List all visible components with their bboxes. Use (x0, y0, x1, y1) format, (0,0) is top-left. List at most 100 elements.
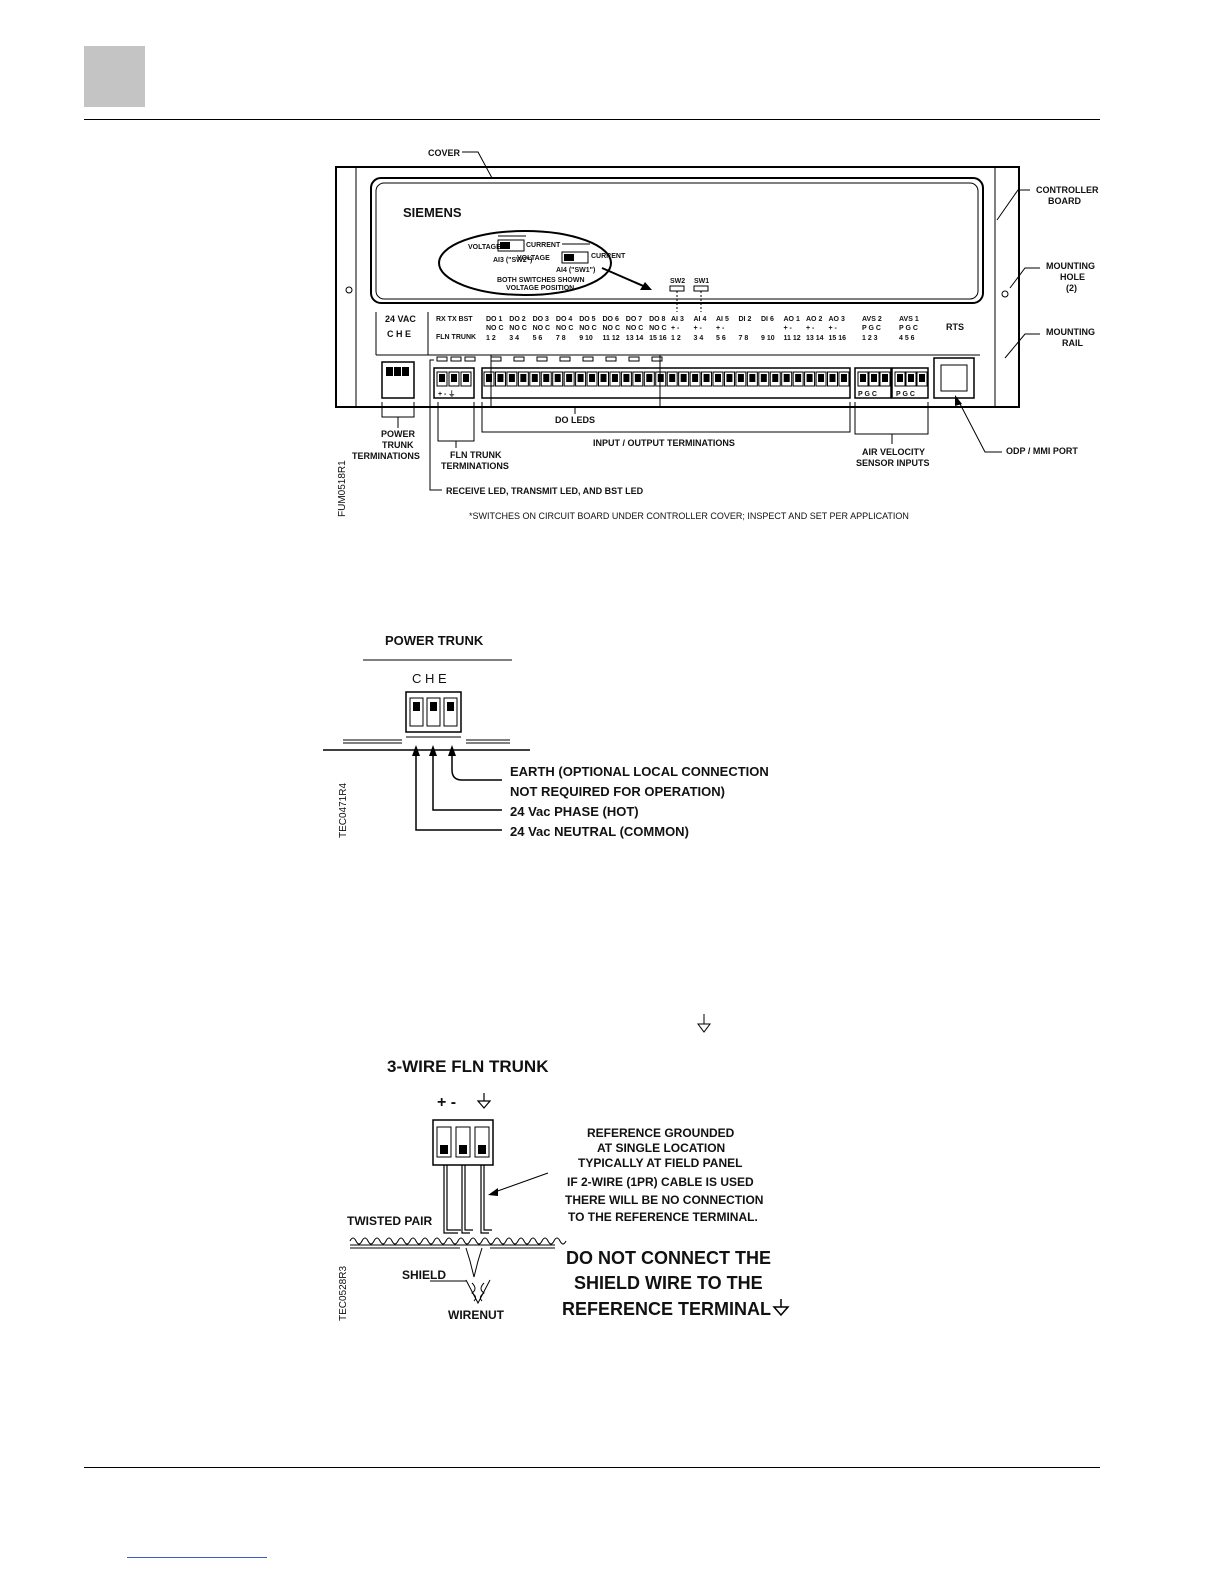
avs1-terminal-cell (916, 371, 928, 387)
terminal-screw (783, 374, 790, 382)
terminal-screw (600, 374, 607, 382)
do-group-sub: NO C (649, 325, 667, 332)
sw2-label: SW2 (670, 278, 685, 285)
terminal-screw (737, 374, 744, 382)
io-group-sub: + - (806, 325, 815, 332)
do-group-nums: 3 4 (509, 335, 519, 342)
power-terminal-letters: C H E (412, 671, 447, 686)
terminal-screw (760, 374, 767, 382)
footer-link-underline[interactable] (127, 1557, 267, 1558)
twisted-pair-wire (349, 1237, 567, 1245)
do-group-nums: 11 12 (603, 335, 620, 342)
terminal-screw (919, 374, 925, 382)
do-group-sub: NO C (556, 325, 574, 332)
io-terminal-cell (506, 371, 518, 387)
status-led (464, 356, 476, 362)
io-group-name: AI 5 (716, 316, 729, 323)
io-group-nums: 1 2 (671, 335, 681, 342)
power-terminations-label-1: POWER (381, 429, 416, 439)
io-group-nums: 7 8 (739, 335, 749, 342)
io-terminal-cell (701, 371, 713, 387)
avs-group-nums: 4 5 6 (899, 335, 915, 342)
io-terminal-cell (655, 371, 667, 387)
power-fig-id: TEC0471R4 (338, 783, 349, 838)
mounting-hole-label-3: (2) (1066, 283, 1077, 293)
do-group-name: DO 3 (533, 316, 549, 323)
terminal-screw (463, 374, 469, 382)
io-terminal-cell (712, 371, 724, 387)
io-terminal-cell (804, 371, 816, 387)
io-terminal-cell (769, 371, 781, 387)
io-terminal-cell (827, 371, 838, 387)
io-terminal-cell (609, 371, 621, 387)
terminal-screw (520, 374, 527, 382)
do-group-sub: NO C (579, 325, 597, 332)
terminal-screw (439, 374, 445, 382)
status-led (605, 356, 617, 362)
mounting-hole-left (345, 286, 353, 294)
avs-group-sub: P G C (862, 325, 881, 332)
footer-rule (84, 1467, 1100, 1468)
io-group-name: DI 2 (739, 316, 752, 323)
io-group-nums: 3 4 (694, 335, 704, 342)
two-wire-label-1: IF 2-WIRE (1PR) CABLE IS USED (567, 1175, 754, 1189)
avs2-terminal-block (854, 367, 892, 399)
terminal-screw (634, 374, 641, 382)
fln-trunk-title: 3-WIRE FLN TRUNK (387, 1057, 549, 1076)
fln-trunk-small-label: FLN TRUNK (436, 334, 476, 341)
do-group-name: DO 4 (556, 316, 572, 323)
rts-label: RTS (946, 322, 964, 332)
terminal-group-labels: DO 1NO C1 2DO 2NO C3 4DO 3NO C5 6DO 4NO … (486, 316, 919, 342)
io-terminal-cell (678, 371, 690, 387)
do-group-sub: NO C (626, 325, 644, 332)
io-group-nums: 5 6 (716, 335, 726, 342)
terminal-screw (589, 374, 596, 382)
do-group-name: DO 6 (603, 316, 619, 323)
terminal-screw (531, 374, 538, 382)
do-group-nums: 9 10 (579, 335, 593, 342)
controller-fig-id: FUM0518R1 (337, 460, 348, 517)
do-group-name: DO 8 (649, 316, 665, 323)
fln-trunk-diagram: 3-WIRE FLN TRUNK + - REFERENCE GROUNDED … (338, 1057, 790, 1322)
terminal-screw (749, 374, 756, 382)
wirenut-label: WIRENUT (448, 1308, 505, 1322)
io-terminal-cell (483, 371, 495, 387)
left-mounting-rail (335, 166, 357, 408)
io-group-name: DI 6 (761, 316, 774, 323)
io-group-sub: + - (716, 325, 725, 332)
earth-label-2: NOT REQUIRED FOR OPERATION) (510, 784, 725, 799)
avs1-bottom-marks: P G C (896, 391, 915, 398)
odp-mmi-port (933, 357, 975, 399)
mounting-rail-label-1: MOUNTING (1046, 327, 1095, 337)
power-terminal-block-detail (405, 691, 462, 733)
sw2-current-label: CURRENT (526, 242, 561, 249)
avs2-terminal-cell (879, 371, 891, 387)
che-label: C H E (387, 329, 411, 339)
air-velocity-label-2: SENSOR INPUTS (856, 458, 930, 468)
ground-symbol-icon (697, 1014, 711, 1033)
terminal-screw (806, 374, 813, 382)
io-group-nums: 9 10 (761, 335, 775, 342)
status-led (490, 356, 502, 362)
switch-detail-ellipse (438, 230, 612, 296)
sw2-voltage-label: VOLTAGE (468, 244, 501, 251)
io-group-nums: 15 16 (829, 335, 847, 342)
right-mounting-rail (994, 166, 1020, 408)
receive-led-label: RECEIVE LED, TRANSMIT LED, AND BST LED (446, 486, 644, 496)
status-led (536, 356, 548, 362)
air-velocity-label-1: AIR VELOCITY (862, 447, 925, 457)
shield-label: SHIELD (402, 1268, 446, 1282)
mounting-hole-label-2: HOLE (1060, 272, 1085, 282)
fln-terminations-label-2: TERMINATIONS (441, 461, 509, 471)
io-terminal-cell (632, 371, 644, 387)
io-terminations-label: INPUT / OUTPUT TERMINATIONS (593, 438, 735, 448)
avs2-bottom-marks: P G C (858, 391, 877, 398)
io-terminal-cell (494, 371, 506, 387)
fln-terminal-block (433, 367, 475, 399)
io-group-name: AO 1 (784, 316, 800, 323)
avs-group-sub: P G C (899, 325, 918, 332)
do-group-sub: NO C (533, 325, 551, 332)
io-terminal-cell (792, 371, 804, 387)
ai3-switch-label: AI3 ("SW2") (493, 257, 532, 264)
io-terminal-cell (552, 371, 564, 387)
